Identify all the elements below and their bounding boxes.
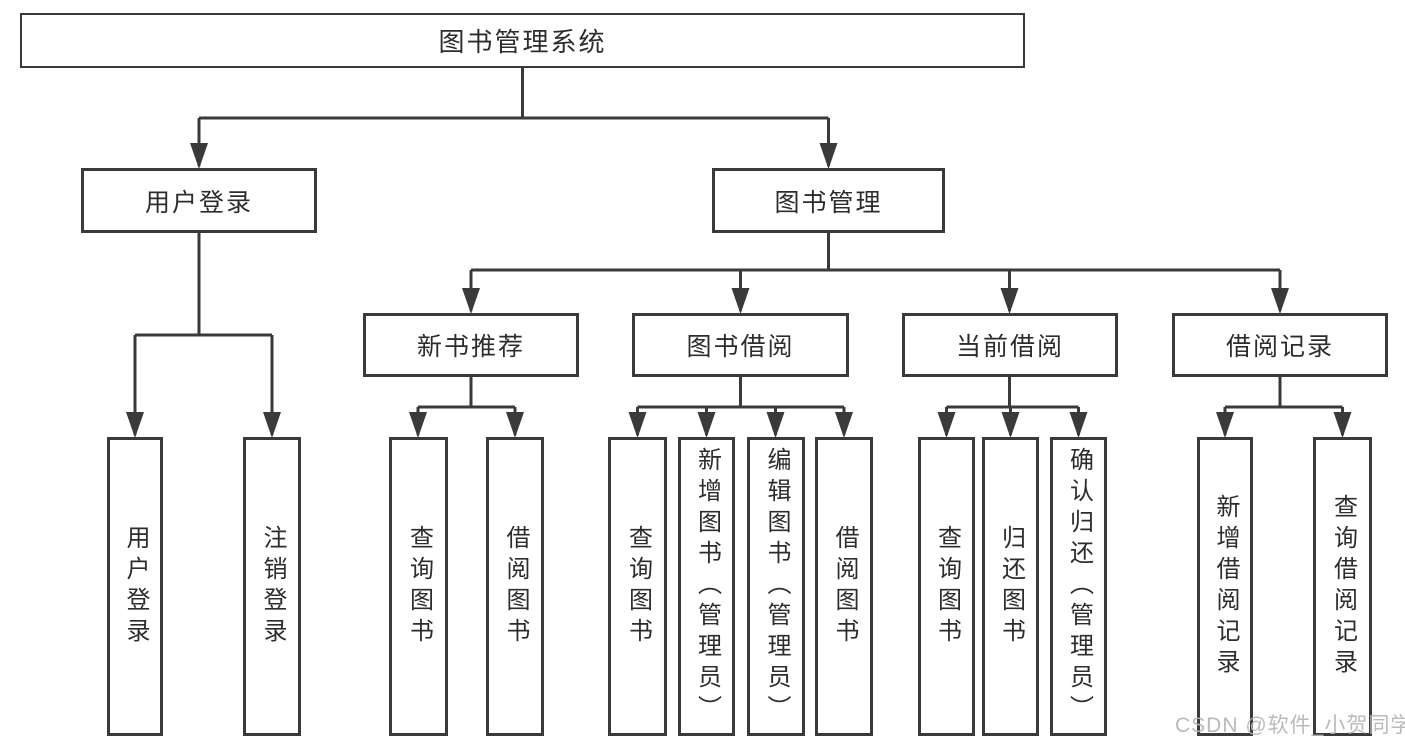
node-user-login: 用户登录	[81, 168, 317, 233]
leaf-add-book-admin: 新增图书（管理员）	[678, 437, 735, 736]
node-book-management: 图书管理	[712, 168, 945, 233]
leaf-user-login: 用户登录	[107, 437, 163, 736]
arrowheads	[126, 143, 1352, 438]
csdn-watermark: CSDN @软件_小贺同学	[1175, 714, 1405, 737]
node-library-management-system: 图书管理系统	[20, 13, 1025, 68]
node-current-borrowing: 当前借阅	[902, 313, 1118, 377]
node-book-borrowing: 图书借阅	[632, 313, 849, 377]
leaf-query-borrow-record: 查询借阅记录	[1313, 437, 1372, 736]
leaf-query-books-recommend: 查询图书	[389, 437, 448, 736]
leaf-add-borrow-record: 新增借阅记录	[1197, 437, 1253, 736]
leaf-confirm-return-admin: 确认归还（管理员）	[1050, 437, 1107, 736]
leaf-query-books-borrowing: 查询图书	[608, 437, 667, 736]
leaf-edit-book-admin: 编辑图书（管理员）	[747, 437, 805, 736]
leaf-logout: 注销登录	[243, 437, 301, 736]
node-borrowing-records: 借阅记录	[1172, 313, 1388, 377]
leaf-borrow-books-borrowing: 借阅图书	[815, 437, 873, 736]
node-new-book-recommend: 新书推荐	[363, 313, 579, 377]
leaf-return-books: 归还图书	[982, 437, 1039, 736]
leaf-borrow-books-recommend: 借阅图书	[486, 437, 544, 736]
leaf-query-books-current: 查询图书	[918, 437, 975, 736]
